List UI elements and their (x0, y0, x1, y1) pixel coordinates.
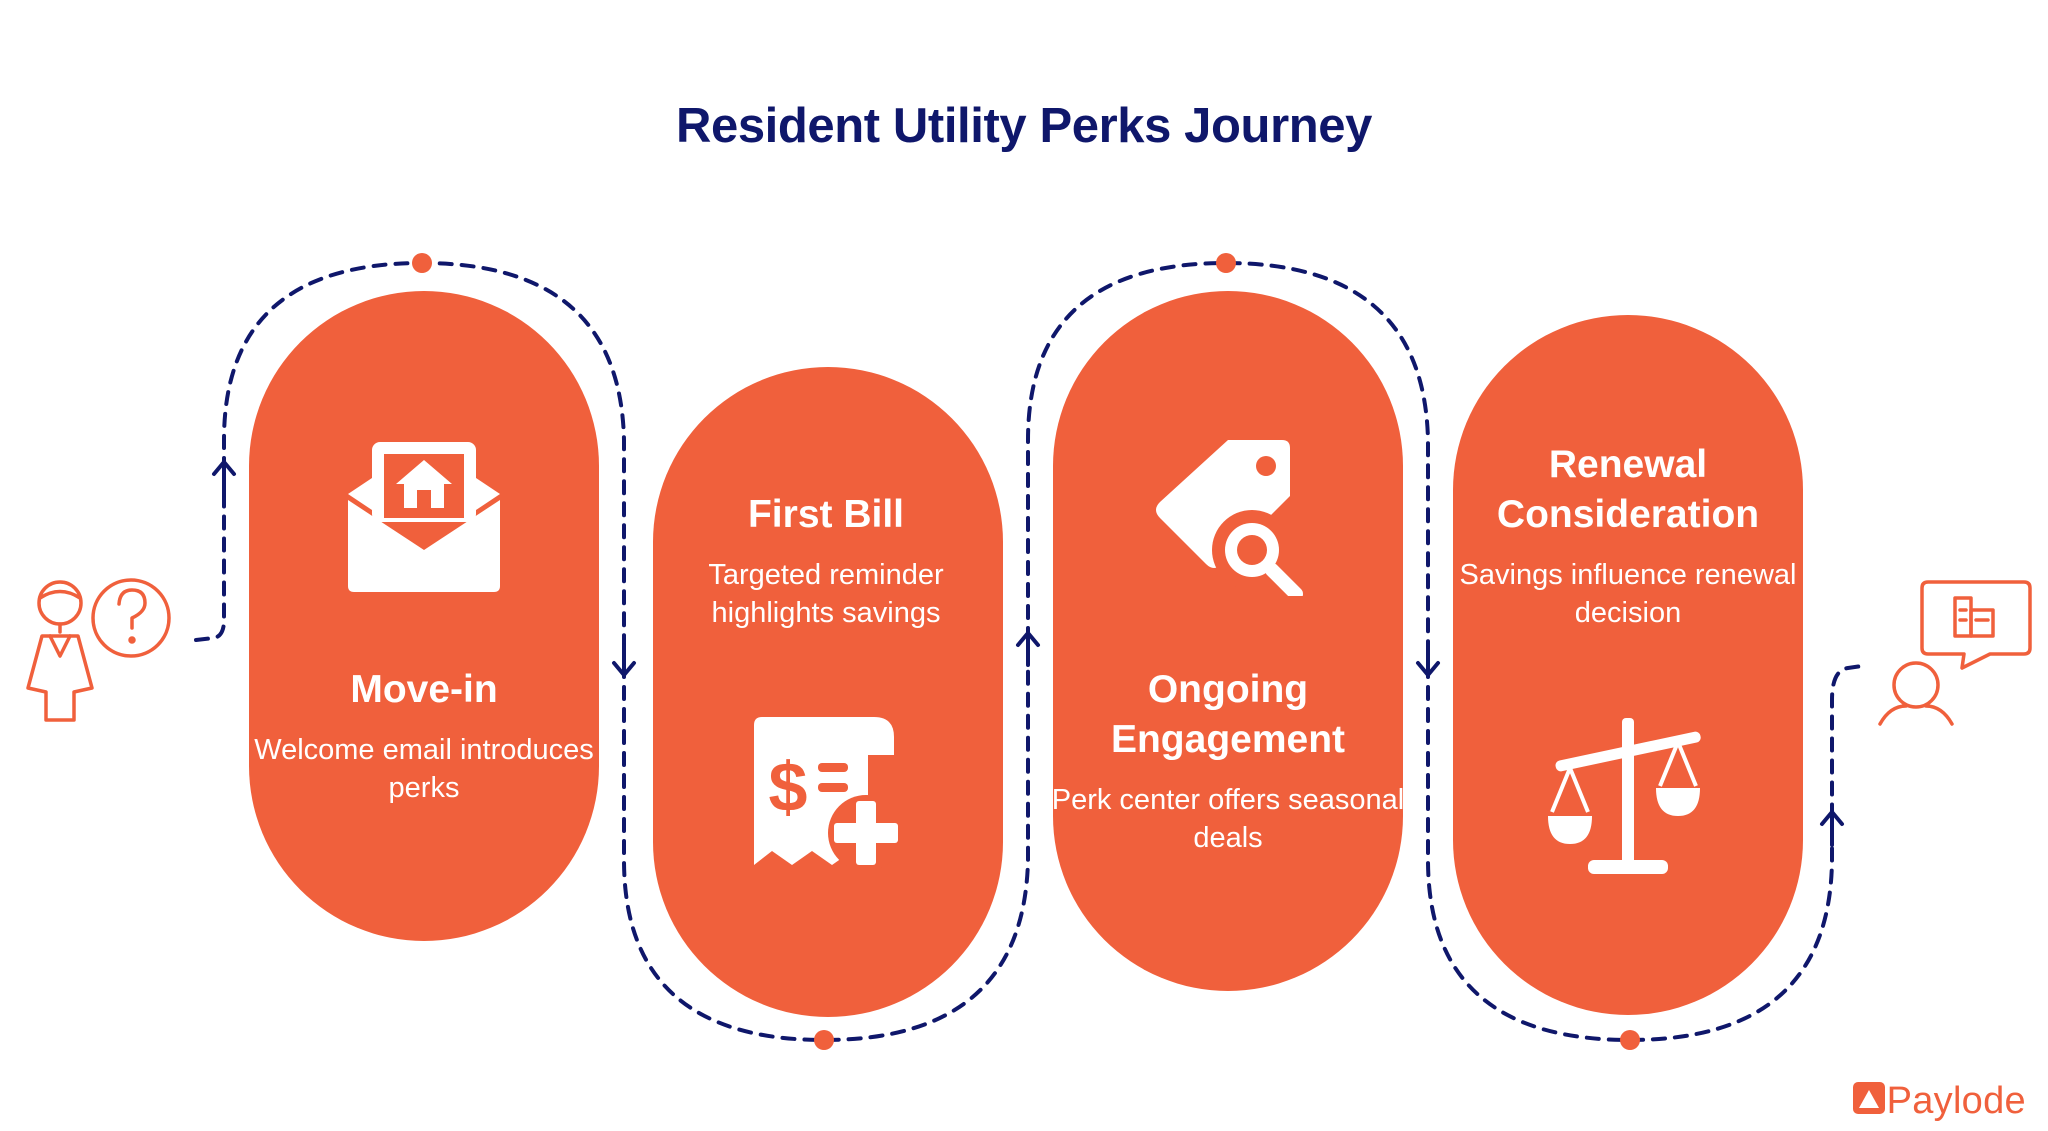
arrow-down-icon (612, 643, 636, 677)
step-title: Ongoing Engagement (1110, 668, 1346, 761)
path-dot (412, 253, 432, 273)
arrow-up-icon (1016, 631, 1040, 667)
balance-scale-icon (1548, 718, 1701, 874)
step-card-renewal-consideration (1453, 315, 1803, 1015)
bill-plus-icon: $ (754, 717, 904, 871)
path-dots (412, 253, 1640, 1050)
step-text-move-in: Move-in Welcome email introduces perks (244, 665, 604, 807)
step-text-ongoing-engagement: Ongoing Engagement Perk center offers se… (1048, 665, 1408, 857)
step-description: Savings influence renewal decision (1459, 559, 1797, 629)
svg-text:$: $ (769, 748, 808, 826)
brand-logo-space (1845, 1085, 1879, 1119)
arrow-up-icon (212, 460, 236, 497)
path-dot (1216, 253, 1236, 273)
resident-chat-icon (1878, 580, 2032, 726)
step-title: Move-in (350, 668, 498, 711)
path-arrows (212, 460, 1844, 847)
step-card-move-in (249, 291, 599, 941)
step-description: Perk center offers seasonal deals (1051, 784, 1405, 854)
tag-search-icon (1156, 440, 1303, 596)
arrow-up-icon (1820, 810, 1844, 847)
brand-name: Paylode (1886, 1080, 2026, 1122)
step-title: First Bill (747, 493, 905, 536)
step-description: Targeted reminder highlights savings (708, 559, 944, 629)
step-card-ongoing-engagement (1053, 291, 1403, 991)
page-title: Resident Utility Perks Journey (675, 99, 1372, 153)
home-envelope-icon (348, 442, 500, 592)
step-text-renewal-consideration: Renewal Consideration Savings influence … (1448, 440, 1808, 632)
arrow-down-icon (1416, 643, 1440, 677)
paylode-logo-icon (1853, 1082, 1885, 1114)
step-title: Renewal Consideration (1496, 443, 1760, 536)
step-description: Welcome email introduces perks (254, 734, 594, 804)
path-dot (814, 1030, 834, 1050)
path-dot (1620, 1030, 1640, 1050)
step-text-first-bill: First Bill Targeted reminder highlights … (646, 490, 1006, 632)
brand: Paylode (1845, 1080, 2026, 1123)
step-card-first-bill (653, 367, 1003, 1017)
confused-resident-icon (26, 578, 171, 722)
